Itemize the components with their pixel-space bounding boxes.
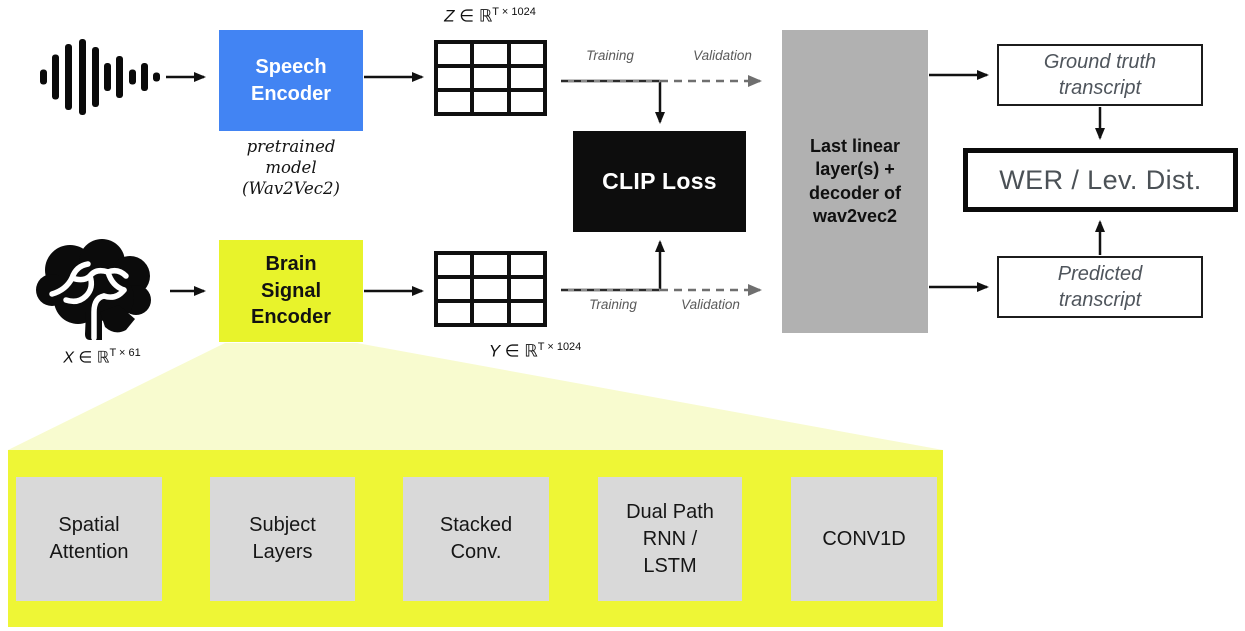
z-embedding-matrix [434, 40, 547, 116]
clip-loss-box: CLIP Loss [573, 131, 746, 232]
wav2vec2-decoder-box: Last linear layer(s) + decoder of wav2ve… [782, 30, 928, 333]
bottom-training-label: Training [589, 297, 637, 312]
speech-encoder-label: Speech Encoder [250, 56, 332, 105]
bottom-validation-label: Validation [681, 297, 740, 312]
audio-waveform-icon [40, 38, 165, 116]
predicted-transcript-box: Predicted transcript [997, 256, 1203, 318]
stage-dual-path-rnn-lstm: Dual Path RNN / LSTM [598, 477, 742, 601]
stage-spatial-attention: Spatial Attention [16, 477, 162, 601]
pretrained-model-note: pretrained model (Wav2Vec2) [242, 137, 340, 199]
wer-metric-box: WER / Lev. Dist. [963, 148, 1238, 212]
y-matrix-label: Y ∈ ℝT × 1024 [488, 341, 582, 361]
top-validation-label: Validation [693, 48, 752, 63]
stage-subject-layers: Subject Layers [210, 477, 355, 601]
speech-encoder-box: Speech Encoder [219, 30, 363, 131]
stage-stacked-conv: Stacked Conv. [403, 477, 549, 601]
z-matrix-label: Z ∈ ℝT × 1024 [444, 6, 536, 26]
brain-signal-encoder-label: Brain Signal Encoder [250, 253, 332, 329]
y-embedding-matrix [434, 251, 547, 327]
x-input-label: X ∈ ℝT × 61 [63, 347, 141, 367]
top-training-label: Training [586, 48, 634, 63]
ground-truth-transcript-box: Ground truth transcript [997, 44, 1203, 106]
wav2vec2-decoder-label: Last linear layer(s) + decoder of wav2ve… [808, 135, 901, 226]
brain-icon [30, 238, 165, 346]
clip-loss-label: CLIP Loss [602, 168, 717, 194]
brain-signal-encoder-box: Brain Signal Encoder [219, 240, 363, 342]
stage-conv1d: CONV1D [791, 477, 937, 601]
